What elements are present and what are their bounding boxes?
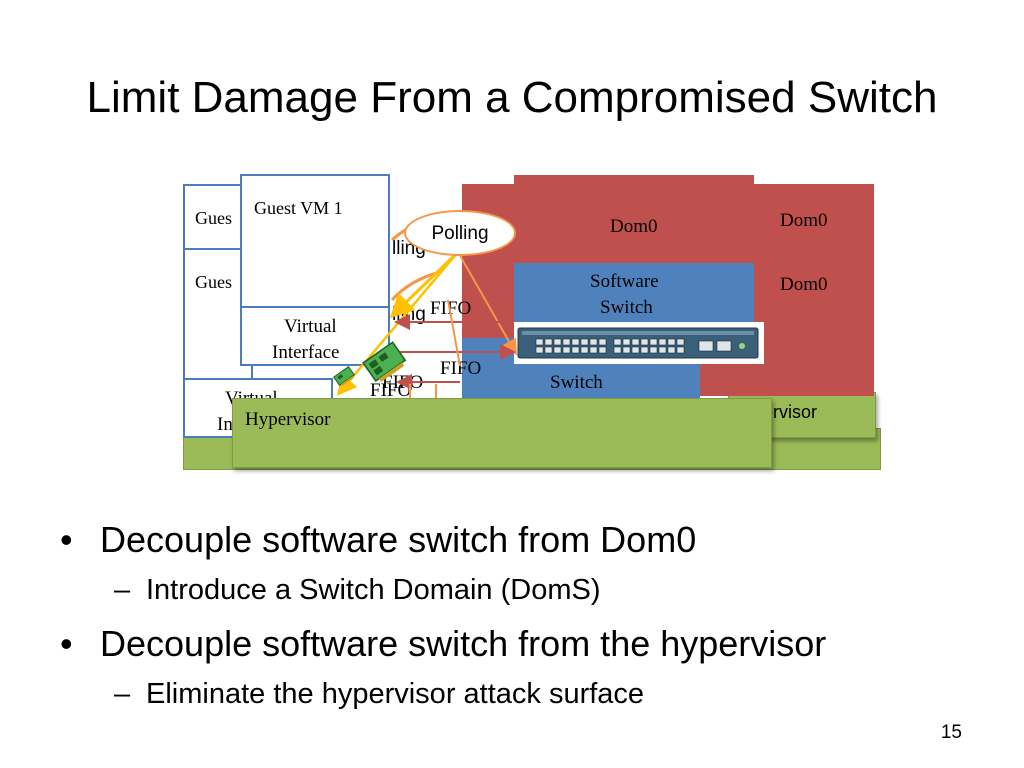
orange-diagonal xyxy=(447,299,461,367)
polling-line-to-switch xyxy=(457,251,517,356)
guest-vm1-box: Guest VM 1 xyxy=(240,174,390,308)
bullet-marker: • xyxy=(60,519,73,560)
guest-vm-back-top-label: Gues xyxy=(195,208,232,228)
virtual-interface-box: Virtual Interface xyxy=(240,306,390,366)
polling-label: Polling xyxy=(431,223,489,244)
software-switch-label-2: Switch xyxy=(600,297,653,318)
virtual-interface-back-label-2: In xyxy=(217,414,233,435)
fifo-label-top: FIFO xyxy=(430,298,472,319)
guest-vm-back-mid-label: Gues xyxy=(195,272,232,292)
sub-bullet-item: –Eliminate the hypervisor attack surface xyxy=(114,676,644,712)
software-switch-label-1: Software xyxy=(590,271,659,292)
bullet-marker: • xyxy=(60,623,73,664)
dom0-label-right-top: Dom0 xyxy=(780,210,828,231)
bullet-item: • Decouple software switch from Dom0 xyxy=(60,518,696,562)
sub-bullet-text: Eliminate the hypervisor attack surface xyxy=(146,678,645,710)
network-switch-image xyxy=(514,322,764,364)
guest-vm1-label: Guest VM 1 xyxy=(254,198,343,218)
bullet-text: Decouple software switch from Dom0 xyxy=(100,519,697,560)
sub-bullet-marker: – xyxy=(114,678,131,710)
software-switch-back-label-2: Switch xyxy=(550,372,603,393)
virtual-interface-label-2: Interface xyxy=(272,342,340,363)
sub-bullet-marker: – xyxy=(114,574,131,606)
software-switch-box: Software Switch xyxy=(514,263,754,323)
polling-line-to-vm xyxy=(389,250,460,319)
dom0-gap-2 xyxy=(874,184,884,254)
dom0-front-region xyxy=(514,175,754,265)
sub-bullet-text: Introduce a Switch Domain (DomS) xyxy=(146,574,601,606)
bullet-text: Decouple software switch from the hyperv… xyxy=(100,623,827,664)
fifo-label-mid: FIFO xyxy=(440,358,482,379)
bullet-item: • Decouple software switch from the hyper… xyxy=(60,622,826,666)
page-number: 15 xyxy=(940,722,962,743)
polling-bubble: Polling xyxy=(404,210,516,256)
nic-card-icon xyxy=(362,341,407,382)
hypervisor-box: Hypervisor xyxy=(232,398,772,468)
dom0-label-right-mid: Dom0 xyxy=(780,274,828,295)
sub-bullet-item: –Introduce a Switch Domain (DomS) xyxy=(114,572,601,608)
hypervisor-label: Hypervisor xyxy=(245,409,331,430)
virtual-interface-label-1: Virtual xyxy=(284,316,337,337)
network-switch-icon xyxy=(517,327,759,359)
slide-title: Limit Damage From a Compromised Switch xyxy=(86,73,938,122)
dom0-gap xyxy=(754,175,874,184)
dom0-label-center: Dom0 xyxy=(610,216,658,237)
nic-card-icon-small xyxy=(333,366,355,386)
hypervisor-right-label: ervisor xyxy=(763,402,818,422)
